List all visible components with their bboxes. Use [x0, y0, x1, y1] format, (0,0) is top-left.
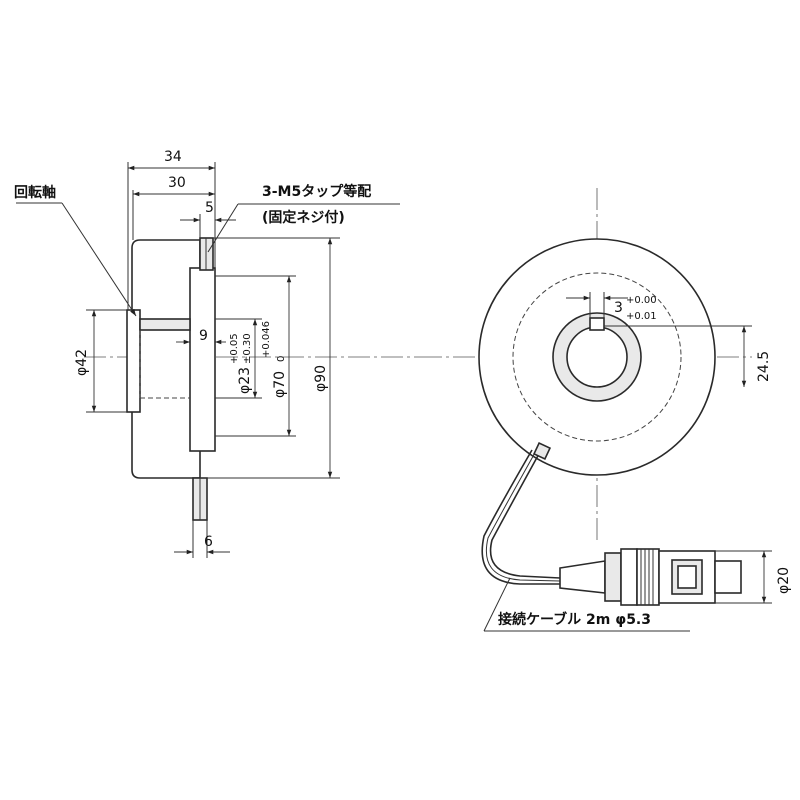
dim-overall-length: 34	[164, 149, 182, 165]
dim-keyway-tol-lower: +0.01	[626, 311, 657, 322]
dim-pilot-diameter: φ70	[272, 371, 288, 398]
dim-cable-gland: 6	[204, 534, 213, 550]
dim-shaft-diameter: φ42	[74, 349, 90, 376]
front-bore	[566, 326, 628, 388]
dim-body-length: 30	[168, 175, 186, 191]
dim-pilot-tol-upper: +0.046	[261, 321, 272, 358]
label-cable: 接続ケーブル 2m φ5.3	[498, 611, 651, 628]
front-view: 3 +0.00 +0.01 24.5	[420, 188, 792, 632]
label-rotation-shaft: 回転軸	[14, 184, 56, 201]
dim-keyway-tol-upper: +0.00	[626, 295, 657, 306]
dim-outer-diameter: φ90	[313, 365, 329, 392]
front-keyway	[589, 317, 605, 331]
dim-bore-tol-upper: +0.05	[229, 333, 240, 364]
side-flange	[189, 267, 216, 452]
dim-pilot-tol-lower: 0	[276, 356, 287, 362]
side-body	[131, 239, 201, 479]
dim-keyway-height: 24.5	[756, 351, 772, 382]
dim-bore-tol-lower: ±0.30	[242, 333, 253, 364]
dim-bore-diameter: φ23	[237, 367, 253, 394]
front-connector	[559, 548, 742, 606]
label-tap-line2: (固定ネジ付)	[262, 209, 345, 226]
side-shaft-hub	[126, 309, 141, 413]
label-tap-line1: 3-M5タップ等配	[262, 183, 371, 200]
front-pilot-circle	[512, 272, 682, 442]
side-view: 34 30 5 3-M5タップ等配 (固定ネジ付) 回転軸 φ42 9 φ23	[14, 149, 420, 558]
dim-shaft-bore-depth: 9	[199, 328, 208, 344]
dim-flange: 5	[205, 200, 214, 216]
side-keyway	[139, 318, 191, 331]
front-cable	[481, 441, 561, 585]
dim-keyway-width: 3	[614, 300, 623, 316]
dim-connector-diameter: φ20	[776, 567, 792, 594]
